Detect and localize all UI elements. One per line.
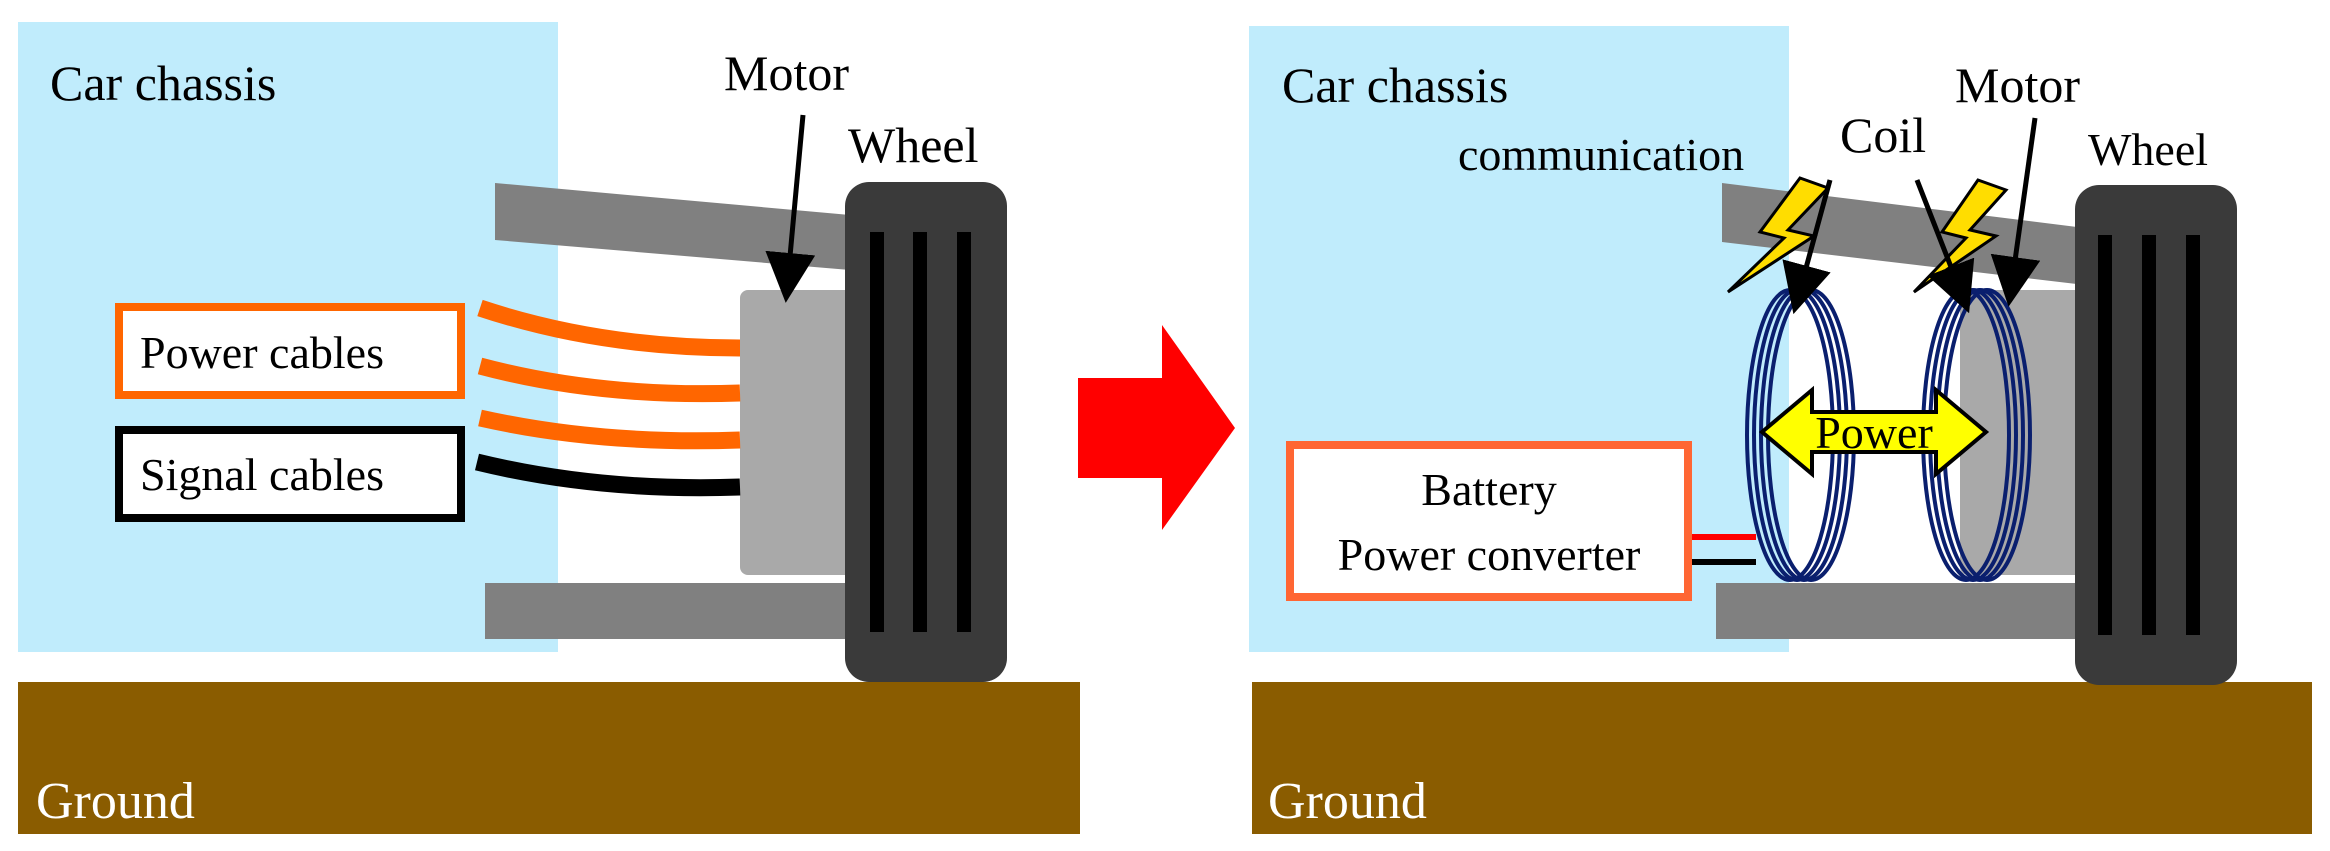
left-wheel-label: Wheel bbox=[848, 117, 978, 173]
left-power-cables-box bbox=[115, 303, 465, 399]
left-lower-arm bbox=[485, 583, 855, 639]
left-signal-cable bbox=[474, 453, 741, 497]
left-power-cables-label: Power cables bbox=[140, 327, 384, 378]
left-signal-cables-box bbox=[115, 426, 465, 522]
right-wheel-label: Wheel bbox=[2088, 124, 2208, 175]
left-signal-cables-label: Signal cables bbox=[140, 449, 384, 500]
left-ground bbox=[18, 682, 1080, 834]
power-double-arrow bbox=[1758, 385, 1990, 479]
lightning-bolt-icon bbox=[1726, 176, 1831, 294]
left-panel-conventional: Car chassis Ground Power cables Signal c… bbox=[18, 22, 1080, 834]
right-coil-pointer-left bbox=[1782, 179, 1833, 315]
left-ground-label: Ground bbox=[36, 773, 195, 830]
battery-converter-box bbox=[1286, 441, 1692, 601]
left-chassis-label: Car chassis bbox=[50, 55, 276, 111]
right-ground-label: Ground bbox=[1268, 773, 1427, 830]
power-arrow-label: Power bbox=[1815, 407, 1933, 458]
left-wheel bbox=[845, 182, 1007, 682]
right-motor-label: Motor bbox=[1955, 57, 2080, 113]
left-motor-label: Motor bbox=[724, 45, 849, 101]
right-chassis-label: Car chassis bbox=[1282, 57, 1508, 113]
left-upper-arm bbox=[495, 183, 850, 270]
right-motor-pointer bbox=[1990, 117, 2041, 307]
right-arrow-icon bbox=[1078, 325, 1235, 530]
left-motor bbox=[740, 290, 855, 575]
right-ground bbox=[1252, 682, 2312, 834]
battery-label: Battery bbox=[1421, 464, 1556, 515]
right-wheel bbox=[2075, 185, 2237, 685]
right-coil-label: Coil bbox=[1840, 107, 1926, 163]
power-converter-label: Power converter bbox=[1338, 529, 1641, 580]
left-power-cables bbox=[477, 299, 741, 450]
right-panel-wireless: Car chassis Ground bbox=[1249, 26, 2312, 834]
left-motor-pointer bbox=[765, 114, 816, 303]
right-communication-label: communication bbox=[1458, 129, 1744, 180]
right-coil-pointer-right bbox=[1914, 179, 1975, 314]
right-lower-arm bbox=[1716, 583, 2086, 639]
